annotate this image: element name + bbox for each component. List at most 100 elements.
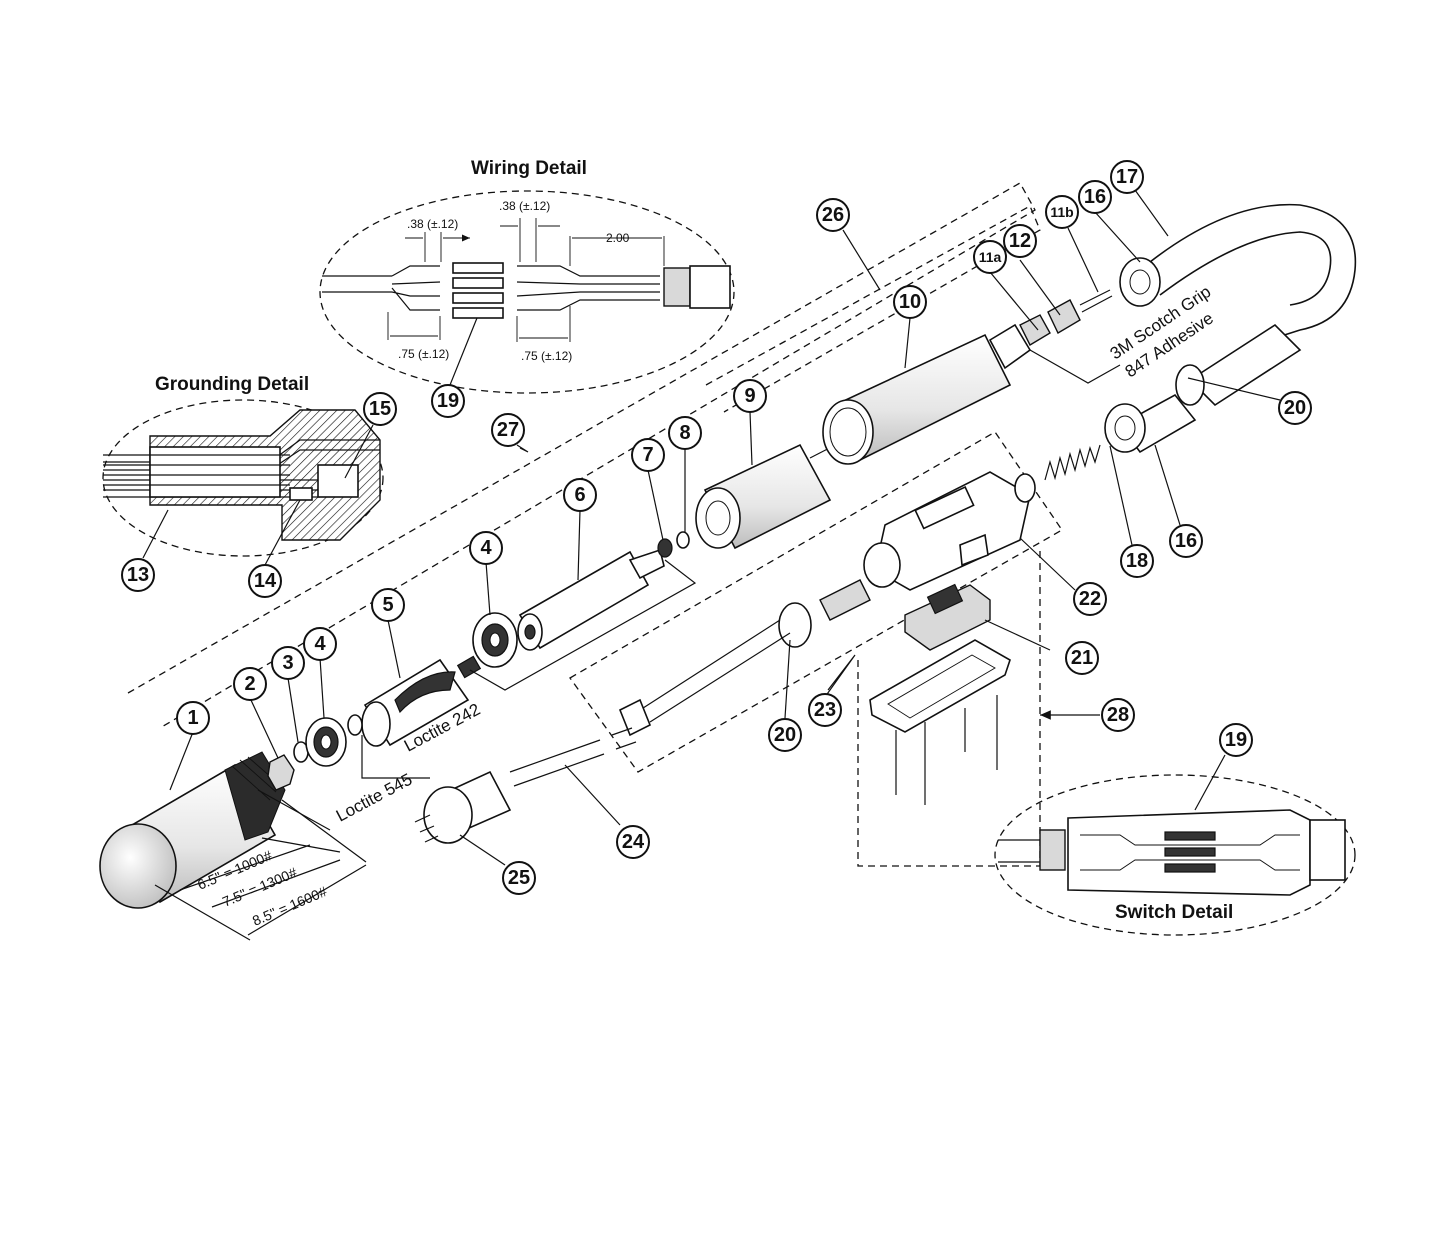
svg-text:6: 6 xyxy=(574,484,585,506)
part-20-clip-top xyxy=(1175,364,1205,406)
group-26-outline xyxy=(705,205,1041,413)
part-24-cable xyxy=(509,727,637,787)
svg-text:15: 15 xyxy=(369,398,391,420)
callout-20-lower: 20 xyxy=(768,718,802,752)
callout-23: 23 xyxy=(808,693,842,727)
grounding-wires xyxy=(103,454,290,486)
wiring-detail-outline xyxy=(319,190,735,394)
callout-24: 24 xyxy=(616,825,650,859)
wiring-connector xyxy=(452,277,504,289)
callout-9: 9 xyxy=(733,379,767,413)
callout-7: 7 xyxy=(631,438,665,472)
switch-detail-title: Switch Detail xyxy=(1115,902,1233,923)
callout-11b: 11b xyxy=(1045,195,1079,229)
svg-text:12: 12 xyxy=(1009,230,1031,252)
part-4-bearing-left xyxy=(305,717,347,767)
callout-19-switch: 19 xyxy=(1219,723,1253,757)
svg-text:3: 3 xyxy=(282,652,293,674)
part-22-switch-housing xyxy=(863,471,1036,591)
svg-text:14: 14 xyxy=(254,570,277,592)
svg-text:19: 19 xyxy=(437,390,459,412)
callout-4-right: 4 xyxy=(469,531,503,565)
callout-26: 26 xyxy=(816,198,850,232)
group-27-outline xyxy=(127,182,1036,729)
svg-text:16: 16 xyxy=(1084,186,1106,208)
switch-detail: Switch Detail xyxy=(994,754,1356,936)
svg-text:8: 8 xyxy=(679,422,690,444)
part-17-cable-lower xyxy=(1188,323,1302,407)
callout-27: 27 xyxy=(491,413,525,447)
svg-text:11a: 11a xyxy=(979,249,1002,265)
size-dim-lines xyxy=(154,799,367,941)
callout-leaders xyxy=(169,189,1281,866)
svg-text:10: 10 xyxy=(899,291,921,313)
leader-loctite-545 xyxy=(361,735,430,779)
main-assembly xyxy=(99,203,1357,909)
svg-text:20: 20 xyxy=(774,724,796,746)
svg-text:4: 4 xyxy=(314,633,326,655)
callout-10: 10 xyxy=(893,285,927,319)
dim-line xyxy=(387,312,441,340)
callout-12: 12 xyxy=(1003,224,1037,258)
dim-line xyxy=(569,236,665,266)
wiring-plug-nut xyxy=(663,267,691,307)
callout-17: 17 xyxy=(1110,160,1144,194)
switch-fitting xyxy=(1039,829,1066,871)
part-4-bearing-right xyxy=(472,612,518,668)
wiring-leads-left xyxy=(391,265,441,311)
grounding-detail-outline xyxy=(102,399,384,557)
switch-end-nut xyxy=(1309,819,1346,881)
switch-connector xyxy=(1164,863,1216,873)
callout-18: 18 xyxy=(1120,544,1154,578)
wiring-connector xyxy=(452,262,504,274)
svg-text:4: 4 xyxy=(480,537,492,559)
svg-text:22: 22 xyxy=(1079,588,1101,610)
callout-16-top: 16 xyxy=(1078,180,1112,214)
part-17-cable xyxy=(1159,231,1332,306)
wiring-plug-body xyxy=(689,265,731,309)
callout-5: 5 xyxy=(371,588,405,622)
part-11a-fitting xyxy=(1019,314,1051,346)
leader-19-switch xyxy=(1194,754,1226,811)
leader-13 xyxy=(142,509,169,559)
callout-8: 8 xyxy=(668,416,702,450)
wiring-cable-left xyxy=(322,275,392,293)
svg-text:5: 5 xyxy=(382,594,393,616)
switch-detail-outline xyxy=(994,774,1356,936)
svg-text:16: 16 xyxy=(1175,530,1197,552)
part-12-nut xyxy=(1047,299,1081,334)
part-25-plug xyxy=(414,770,512,844)
svg-text:2: 2 xyxy=(244,673,255,695)
grounding-detail: Grounding Detail xyxy=(102,374,384,566)
grounding-detail-title: Grounding Detail xyxy=(155,374,309,395)
callout-14: 14 xyxy=(248,564,282,598)
svg-text:26: 26 xyxy=(822,204,844,226)
svg-text:11b: 11b xyxy=(1050,204,1073,220)
callout-16-lower: 16 xyxy=(1169,524,1203,558)
callout-19-wiring: 19 xyxy=(431,384,465,418)
svg-text:18: 18 xyxy=(1126,550,1148,572)
part-17-cable xyxy=(1149,203,1357,339)
callout-15: 15 xyxy=(363,392,397,426)
group-28-outline xyxy=(857,548,1041,867)
svg-text:19: 19 xyxy=(1225,729,1247,751)
svg-text:24: 24 xyxy=(622,831,645,853)
switch-connector xyxy=(1164,831,1216,841)
svg-text:25: 25 xyxy=(508,867,530,889)
switch-wires xyxy=(1080,834,1300,871)
group-22-outline xyxy=(569,431,1063,773)
part-10-tube xyxy=(822,323,1032,465)
wiring-dim-strip-left: .38 (±.12) xyxy=(407,217,458,231)
callout-13: 13 xyxy=(121,558,155,592)
grounding-screw-pocket xyxy=(317,464,359,498)
wiring-detail-title: Wiring Detail xyxy=(471,158,587,179)
part-20-clip-lower xyxy=(778,602,812,648)
wiring-connector xyxy=(452,292,504,304)
svg-text:20: 20 xyxy=(1284,397,1306,419)
part-28-cover-plate xyxy=(869,639,1011,805)
callout-3: 3 xyxy=(271,646,305,680)
leader-loctite-545 xyxy=(257,789,331,831)
leader-adhesive xyxy=(1029,349,1121,384)
wiring-dim-lead-right: .75 (±.12) xyxy=(521,349,572,363)
leader-14 xyxy=(264,499,301,566)
